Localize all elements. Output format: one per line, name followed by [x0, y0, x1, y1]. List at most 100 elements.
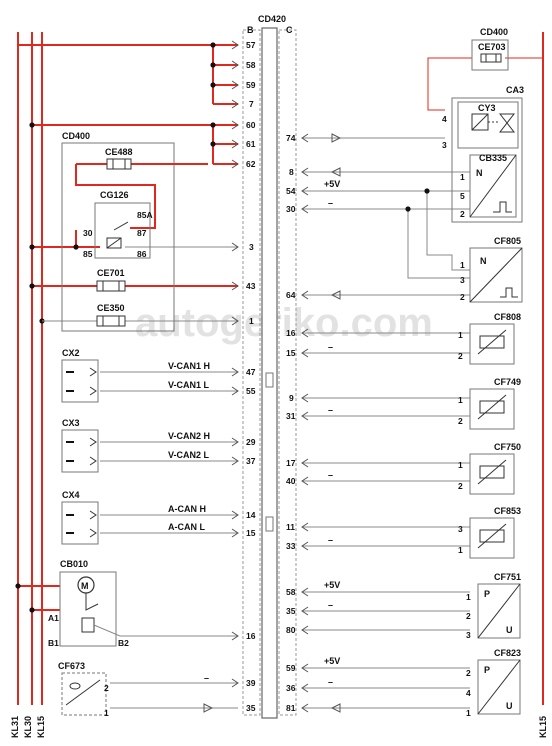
minus-cf808: –	[328, 342, 333, 352]
minus-cf853: –	[328, 535, 333, 545]
cf808-label: CF808	[494, 312, 521, 322]
supply-labels: +5V – – – – – +5V – +5V –	[324, 179, 340, 687]
cg126-pin-87: 87	[137, 228, 147, 238]
cx3-label: CX3	[62, 418, 80, 428]
pin-b3: 3	[249, 242, 254, 252]
cb010-pin-a1: A1	[48, 613, 59, 623]
pin-b57: 57	[246, 40, 256, 50]
watermark-text: autogeriko.com	[135, 301, 433, 345]
left-pin-markers	[203, 40, 239, 713]
cf751-pin-2: 2	[466, 611, 471, 621]
cx2-label: CX2	[62, 348, 80, 358]
cf808-pin-2: 2	[458, 351, 463, 361]
minus-cf750: –	[328, 470, 333, 480]
minus-cf751: –	[328, 600, 333, 610]
right-power-wiring	[427, 57, 543, 111]
cf750-component: CF750 1 2	[458, 442, 521, 495]
cd420-side-b: B	[247, 25, 254, 35]
pin-b58: 58	[246, 60, 256, 70]
cd400-right-box: CD400 CE703	[471, 27, 509, 71]
pin-c16: 16	[286, 328, 296, 338]
left-power-dots	[15, 42, 216, 613]
left-pin-numbers: 57 58 59 7 60 61 62 3 43 1 47 55 29 37 1…	[246, 40, 256, 713]
right-signal-wiring	[302, 137, 470, 709]
cb010-pin-b2: B2	[118, 638, 129, 648]
connector-cd420: CD420 B C	[242, 14, 297, 719]
minus-cb335: –	[328, 198, 333, 208]
cb010-motor-symbol: M	[81, 581, 89, 591]
cf673-minus: –	[204, 673, 209, 683]
cf823-pin-2: 2	[466, 668, 471, 678]
right-pin-markers	[301, 133, 342, 713]
cf673-label: CF673	[58, 661, 85, 671]
pin-b60: 60	[246, 120, 256, 130]
cb010-component: CB010 M A1 B1 B2	[48, 559, 129, 648]
pin-b62: 62	[246, 159, 256, 169]
cf751-u: U	[506, 625, 513, 635]
cf808-pin-1: 1	[458, 330, 463, 340]
cx4-label: CX4	[62, 490, 80, 500]
power-rails	[17, 32, 544, 705]
cd400-right-label: CD400	[480, 27, 508, 37]
cy3-pin-4: 4	[442, 114, 447, 124]
cg126-pin-86: 86	[137, 249, 147, 259]
supply-plus5v-cb335: +5V	[324, 179, 340, 189]
cf805-pin-1: 1	[460, 260, 465, 270]
pin-b16: 16	[246, 631, 256, 641]
pin-b43: 43	[246, 281, 256, 291]
right-junction-dots	[405, 188, 430, 212]
cx3-can-h: V-CAN2 H	[168, 431, 210, 441]
pin-b14: 14	[246, 510, 256, 520]
cf853-component: CF853 3 1	[458, 506, 521, 559]
cf853-label: CF853	[494, 506, 521, 516]
cx3-connector: CX3 V-CAN2 H V-CAN2 L	[61, 418, 210, 473]
pin-c36: 36	[286, 683, 296, 693]
pin-c17: 17	[286, 458, 296, 468]
pin-c58: 58	[286, 587, 296, 597]
kl15-right-label: KL15	[538, 716, 548, 738]
cd420-side-c: C	[286, 25, 293, 35]
cy3-pin-3: 3	[442, 140, 447, 150]
supply-plus5v-cf823: +5V	[324, 656, 340, 666]
cf751-label: CF751	[494, 572, 521, 582]
cg126-pin-85a: 85A	[137, 210, 153, 220]
ce701-label: CE701	[97, 268, 125, 278]
cf673-pin-2: 2	[104, 683, 109, 693]
cb335-pin-1: 1	[460, 172, 465, 182]
ca3-label: CA3	[506, 85, 524, 95]
cf749-pin-1: 1	[458, 395, 463, 405]
cf823-pin-1: 1	[466, 708, 471, 718]
pin-c54: 54	[286, 186, 296, 196]
cf808-component: CF808 1 2	[458, 312, 521, 365]
cx2-can-h: V-CAN1 H	[168, 361, 210, 371]
cg126-pin-85: 85	[83, 249, 93, 259]
pin-b39: 39	[246, 678, 256, 688]
cb010-pin-b1: B1	[48, 638, 59, 648]
left-power-wiring	[18, 44, 238, 611]
cd400-left-label: CD400	[62, 131, 90, 141]
pin-b29: 29	[246, 437, 256, 447]
cb335-pin-5: 5	[460, 191, 465, 201]
cf749-pin-2: 2	[458, 416, 463, 426]
cf805-pin-3: 3	[460, 275, 465, 285]
pin-c8: 8	[289, 167, 294, 177]
cf750-pin-1: 1	[458, 460, 463, 470]
pin-b61: 61	[246, 139, 256, 149]
pin-c74: 74	[286, 133, 296, 143]
kl15-label: KL15	[36, 716, 46, 738]
cf749-component: CF749 1 2	[458, 377, 521, 430]
cx4-can-l: A-CAN L	[168, 522, 205, 532]
ce703-label: CE703	[478, 42, 506, 52]
pin-b35: 35	[246, 703, 256, 713]
cf823-label: CF823	[494, 648, 521, 658]
pin-c31: 31	[286, 411, 296, 421]
cd420-label: CD420	[258, 14, 286, 24]
left-signal-wiring	[42, 246, 238, 709]
cf823-u: U	[506, 701, 513, 711]
cx3-can-l: V-CAN2 L	[168, 450, 210, 460]
ce488-label: CE488	[105, 147, 133, 157]
pin-b47: 47	[246, 367, 256, 377]
cf823-component: CF823 P U 2 4 1	[466, 648, 521, 718]
pin-c15: 15	[286, 348, 296, 358]
pin-c11: 11	[286, 522, 295, 532]
